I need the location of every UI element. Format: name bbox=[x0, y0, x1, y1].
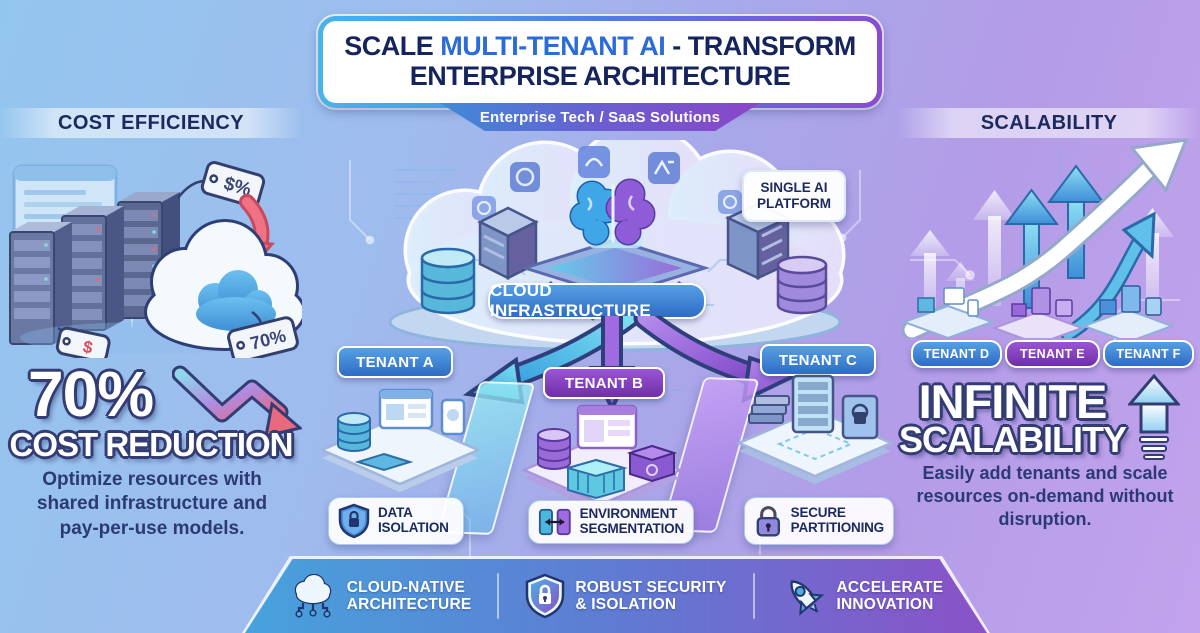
cloud-server-stack-left bbox=[477, 206, 539, 281]
tenant-a-platform bbox=[318, 388, 482, 492]
footer-item-innovation: ACCELERATE INNOVATION bbox=[781, 573, 944, 619]
cost-stat-label: COST REDUCTION bbox=[9, 426, 294, 463]
feature-c-line2: PARTITIONING bbox=[790, 520, 885, 535]
subtitle-ribbon: Enterprise Tech / SaaS Solutions bbox=[440, 103, 760, 131]
footer-divider bbox=[752, 573, 755, 619]
tenant-a-label: TENANT A bbox=[356, 353, 434, 371]
tenant-b-label: TENANT B bbox=[564, 374, 644, 392]
inner-cloud-icon bbox=[196, 270, 276, 331]
infinite-stat-line2: SCALABILITY bbox=[899, 419, 1127, 460]
cost-stat-value: 70% bbox=[28, 358, 154, 430]
cyan-growth-arrow bbox=[1060, 211, 1156, 338]
cloud-infrastructure-label: CLOUD INFRASTRUCTURE bbox=[488, 281, 706, 320]
cost-efficiency-band: COST EFFICIENCY bbox=[0, 108, 302, 138]
growth-arrows-illustration bbox=[901, 138, 1189, 338]
segmentation-icon bbox=[538, 508, 571, 536]
callout-line2: PLATFORM bbox=[757, 196, 831, 211]
cloud-database-icon bbox=[420, 247, 476, 315]
footer-divider bbox=[497, 573, 500, 619]
cost-description: Optimize resources with shared infrastru… bbox=[36, 469, 268, 539]
callout-line1: SINGLE AI bbox=[760, 180, 828, 196]
discount-tag-icon: 70% bbox=[227, 316, 299, 358]
tenant-b-window-icon bbox=[576, 404, 638, 450]
footer-label-2a: ROBUST SECURITY bbox=[575, 578, 727, 596]
title-part2: - TRANSFORM bbox=[665, 31, 856, 61]
title-line2: ENTERPRISE ARCHITECTURE bbox=[409, 61, 791, 92]
tenant-b-cube-icon bbox=[626, 444, 678, 483]
title-banner-border: SCALE MULTI-TENANT AI - TRANSFORM ENTERP… bbox=[318, 16, 882, 109]
tenant-c-server-icon bbox=[791, 374, 835, 434]
feature-a-line1: DATA bbox=[378, 505, 413, 521]
tenant-a-database-icon bbox=[337, 412, 371, 452]
tenant-b-badge: TENANT B bbox=[543, 367, 665, 399]
tenant-a-phone-icon bbox=[440, 398, 466, 436]
tenant-a-badge: TENANT A bbox=[337, 346, 453, 378]
title-part1: SCALE bbox=[344, 31, 441, 61]
data-isolation-badge: DATA ISOLATION bbox=[328, 497, 464, 545]
tenant-d-badge: TENANT D bbox=[911, 340, 1002, 368]
feature-a-line2: ISOLATION bbox=[378, 520, 449, 535]
title-highlight: MULTI-TENANT AI bbox=[440, 31, 666, 61]
tenant-a-window-icon bbox=[378, 388, 434, 430]
infinite-up-arrow-icon bbox=[1128, 374, 1180, 460]
tenant-b-platform bbox=[520, 404, 684, 512]
mini-platform-f bbox=[1081, 285, 1175, 338]
tenant-b-container-icon bbox=[564, 458, 628, 500]
page-title: SCALE MULTI-TENANT AI - TRANSFORM ENTERP… bbox=[331, 31, 869, 91]
tenant-f-badge: TENANT F bbox=[1103, 340, 1194, 368]
big-growth-arrow bbox=[901, 138, 1189, 338]
feature-b-line2: SEGMENTATION bbox=[579, 521, 685, 536]
footer-item-cloud-native: CLOUD-NATIVE ARCHITECTURE bbox=[289, 574, 472, 618]
footer-bar: CLOUD-NATIVE ARCHITECTURE ROBUST SECURIT… bbox=[242, 556, 990, 633]
rocket-icon bbox=[789, 580, 824, 616]
feature-c-line1: SECURE bbox=[790, 505, 846, 521]
footer-label-3a: ACCELERATE bbox=[836, 578, 944, 596]
server-rack-icon bbox=[9, 192, 180, 345]
ai-app-icons bbox=[472, 146, 742, 220]
footer-label-1a: CLOUD-NATIVE bbox=[346, 578, 466, 596]
secure-partitioning-badge: SECURE PARTITIONING bbox=[744, 497, 894, 545]
footer-item-security: ROBUST SECURITY & ISOLATION bbox=[525, 573, 726, 619]
tenant-e-badge: TENANT E bbox=[1005, 340, 1100, 368]
tenant-c-chipstack-icon bbox=[748, 395, 790, 424]
single-ai-platform-callout: SINGLE AI PLATFORM bbox=[742, 170, 846, 222]
tenant-e-label: TENANT E bbox=[1020, 347, 1085, 361]
subtitle: Enterprise Tech / SaaS Solutions bbox=[479, 108, 721, 126]
scalability-band: SCALABILITY bbox=[898, 108, 1200, 138]
cloud-infrastructure-text: CLOUD INFRASTRUCTURE bbox=[490, 281, 651, 320]
footer-label-1b: ARCHITECTURE bbox=[346, 596, 472, 613]
shield-lock-icon bbox=[338, 503, 370, 539]
brain-icon bbox=[569, 178, 656, 246]
servers-to-cloud-illustration: $% 70% bbox=[9, 161, 302, 358]
shield-lock-icon bbox=[526, 573, 565, 619]
cloud-database-icon-right bbox=[776, 255, 828, 315]
scalability-heading: SCALABILITY bbox=[980, 111, 1118, 134]
infinite-stat-line1: INFINITE bbox=[918, 375, 1108, 428]
tenant-d-label: TENANT D bbox=[923, 347, 990, 361]
tenant-c-platform bbox=[735, 374, 895, 484]
feature-b-line1: ENVIRONMENT bbox=[579, 506, 678, 522]
scalability-description: Easily add tenants and scale resources o… bbox=[916, 463, 1174, 530]
cloud-network-icon bbox=[294, 574, 331, 618]
dollar-tag-icon: $ bbox=[55, 326, 111, 358]
padlock-icon bbox=[756, 506, 781, 537]
title-banner: SCALE MULTI-TENANT AI - TRANSFORM ENTERP… bbox=[318, 16, 882, 109]
environment-segmentation-badge: ENVIRONMENT SEGMENTATION bbox=[528, 500, 694, 544]
svg-text:$: $ bbox=[81, 337, 95, 358]
tenant-f-label: TENANT F bbox=[1116, 347, 1181, 361]
tenant-a-chip-icon bbox=[354, 452, 414, 472]
mini-platform-d bbox=[901, 287, 995, 338]
footer-label-2b: & ISOLATION bbox=[575, 596, 677, 613]
tenant-b-database-icon bbox=[537, 428, 571, 470]
downward-trend-arrow-icon bbox=[172, 365, 302, 438]
cost-efficiency-heading: COST EFFICIENCY bbox=[57, 111, 244, 134]
tenant-c-badge: TENANT C bbox=[760, 344, 876, 376]
footer-label-3b: INNOVATION bbox=[836, 596, 934, 613]
tenant-c-label: TENANT C bbox=[778, 351, 858, 369]
tenant-c-lockbox-icon bbox=[841, 394, 879, 440]
mini-platform-e bbox=[991, 287, 1085, 338]
